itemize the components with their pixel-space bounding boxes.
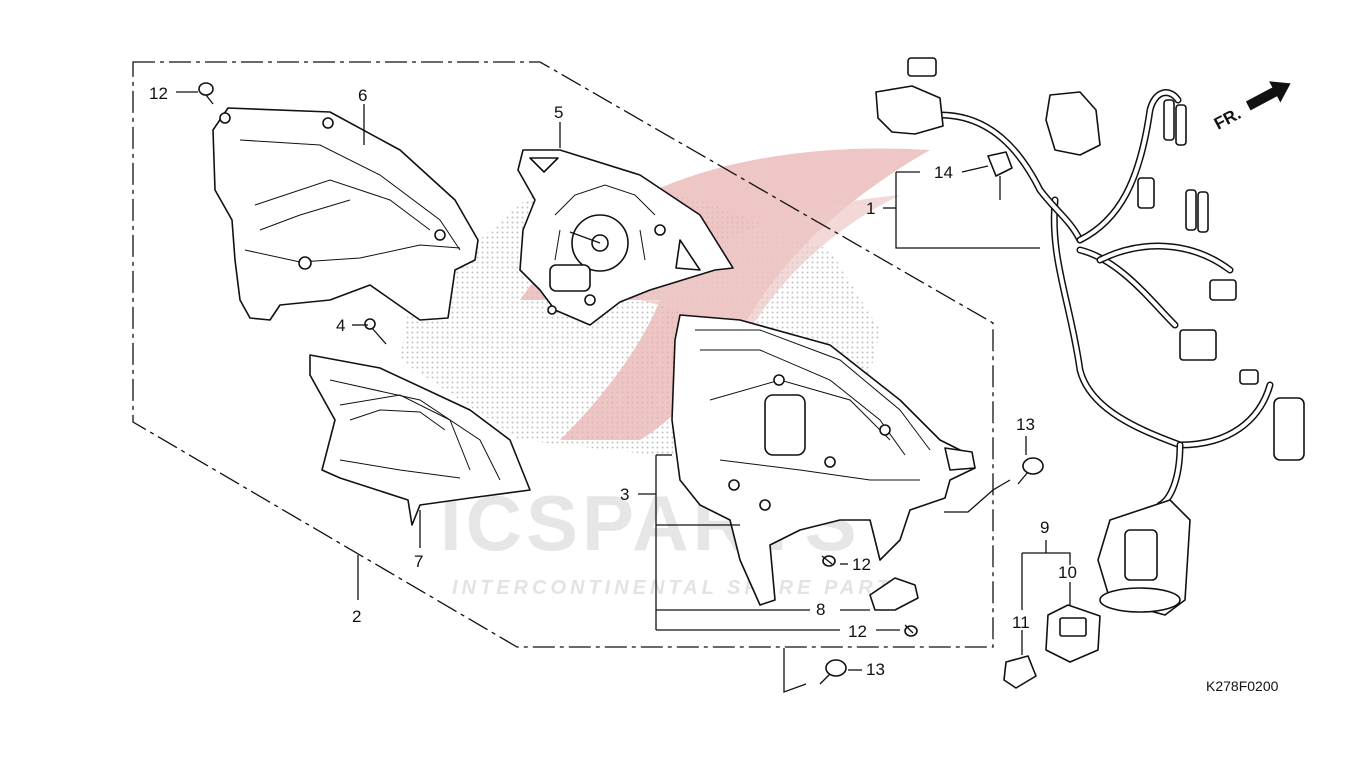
meter-lower-case-part-3	[671, 314, 976, 606]
callout-13-upper: 13	[1016, 415, 1035, 434]
callout-3: 3	[620, 485, 629, 504]
meter-face-part-5	[517, 149, 734, 326]
callout-7: 7	[414, 552, 423, 571]
callout-11: 11	[1012, 613, 1030, 632]
pin-part-4	[364, 318, 387, 345]
meter-panel-part-7	[309, 354, 531, 526]
relay-part-10	[1045, 604, 1101, 663]
cap-part-11	[1003, 655, 1037, 689]
callout-12-lower: 12	[848, 622, 867, 641]
watermark-tagline: INTERCONTINENTAL SPARE PARTS	[452, 577, 910, 599]
assembly-group-outline	[132, 61, 994, 648]
callout-1: 1	[866, 199, 875, 218]
callout-13-lower: 13	[866, 660, 885, 679]
callout-2: 2	[352, 607, 361, 626]
front-direction-label: FR.	[1211, 104, 1244, 134]
screw-12-middle	[821, 555, 836, 567]
callout-10: 10	[1058, 563, 1077, 582]
callout-5: 5	[554, 103, 563, 122]
callout-9: 9	[1040, 518, 1049, 537]
screw-12-top	[198, 82, 214, 105]
front-arrow-icon	[1245, 81, 1291, 111]
clip-part-8	[869, 577, 919, 611]
connector-part-14	[987, 151, 1013, 177]
callout-numbers: 12 6 5 4 7 2 3 12 8 12 13 13 1 14 9 10 1…	[149, 84, 1077, 679]
diagram-code: K278F0200	[1206, 678, 1279, 694]
screw-12-lower	[904, 624, 918, 637]
callout-14: 14	[934, 163, 953, 182]
wire-harness-part-1	[875, 57, 1305, 616]
screw-13-upper	[1017, 457, 1044, 485]
callout-8: 8	[816, 600, 825, 619]
front-direction-indicator: FR.	[1211, 81, 1291, 134]
callout-6: 6	[358, 86, 367, 105]
callout-12-top: 12	[149, 84, 168, 103]
leader-lines	[176, 91, 1071, 693]
meter-upper-case-part-6	[212, 107, 479, 321]
callout-12-middle: 12	[852, 555, 871, 574]
callout-4: 4	[336, 316, 345, 335]
screw-13-lower	[819, 659, 847, 685]
